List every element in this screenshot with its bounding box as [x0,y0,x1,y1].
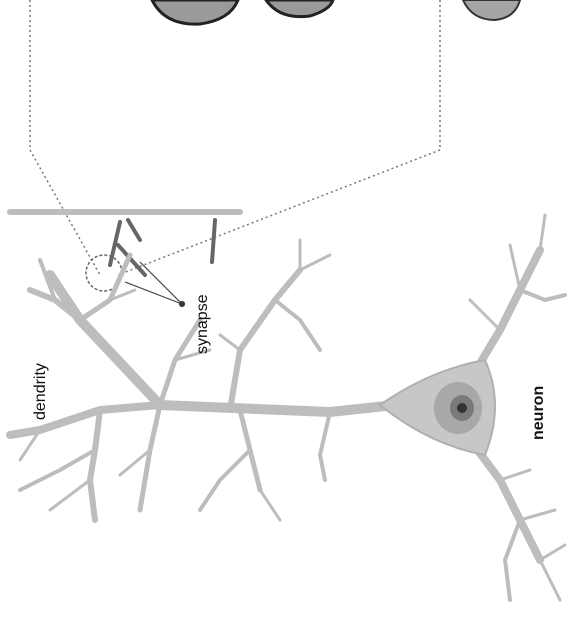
dendrity-label: dendrity [32,363,50,420]
top-blob-middle [266,0,333,17]
top-blob-right [463,0,520,20]
synapse-label: synapse [194,294,212,354]
nucleolus [457,403,467,413]
leader-lines [30,0,440,275]
synapse-pointers [125,262,185,307]
top-blob-left [152,0,238,24]
neuron-label: neuron [530,386,548,440]
